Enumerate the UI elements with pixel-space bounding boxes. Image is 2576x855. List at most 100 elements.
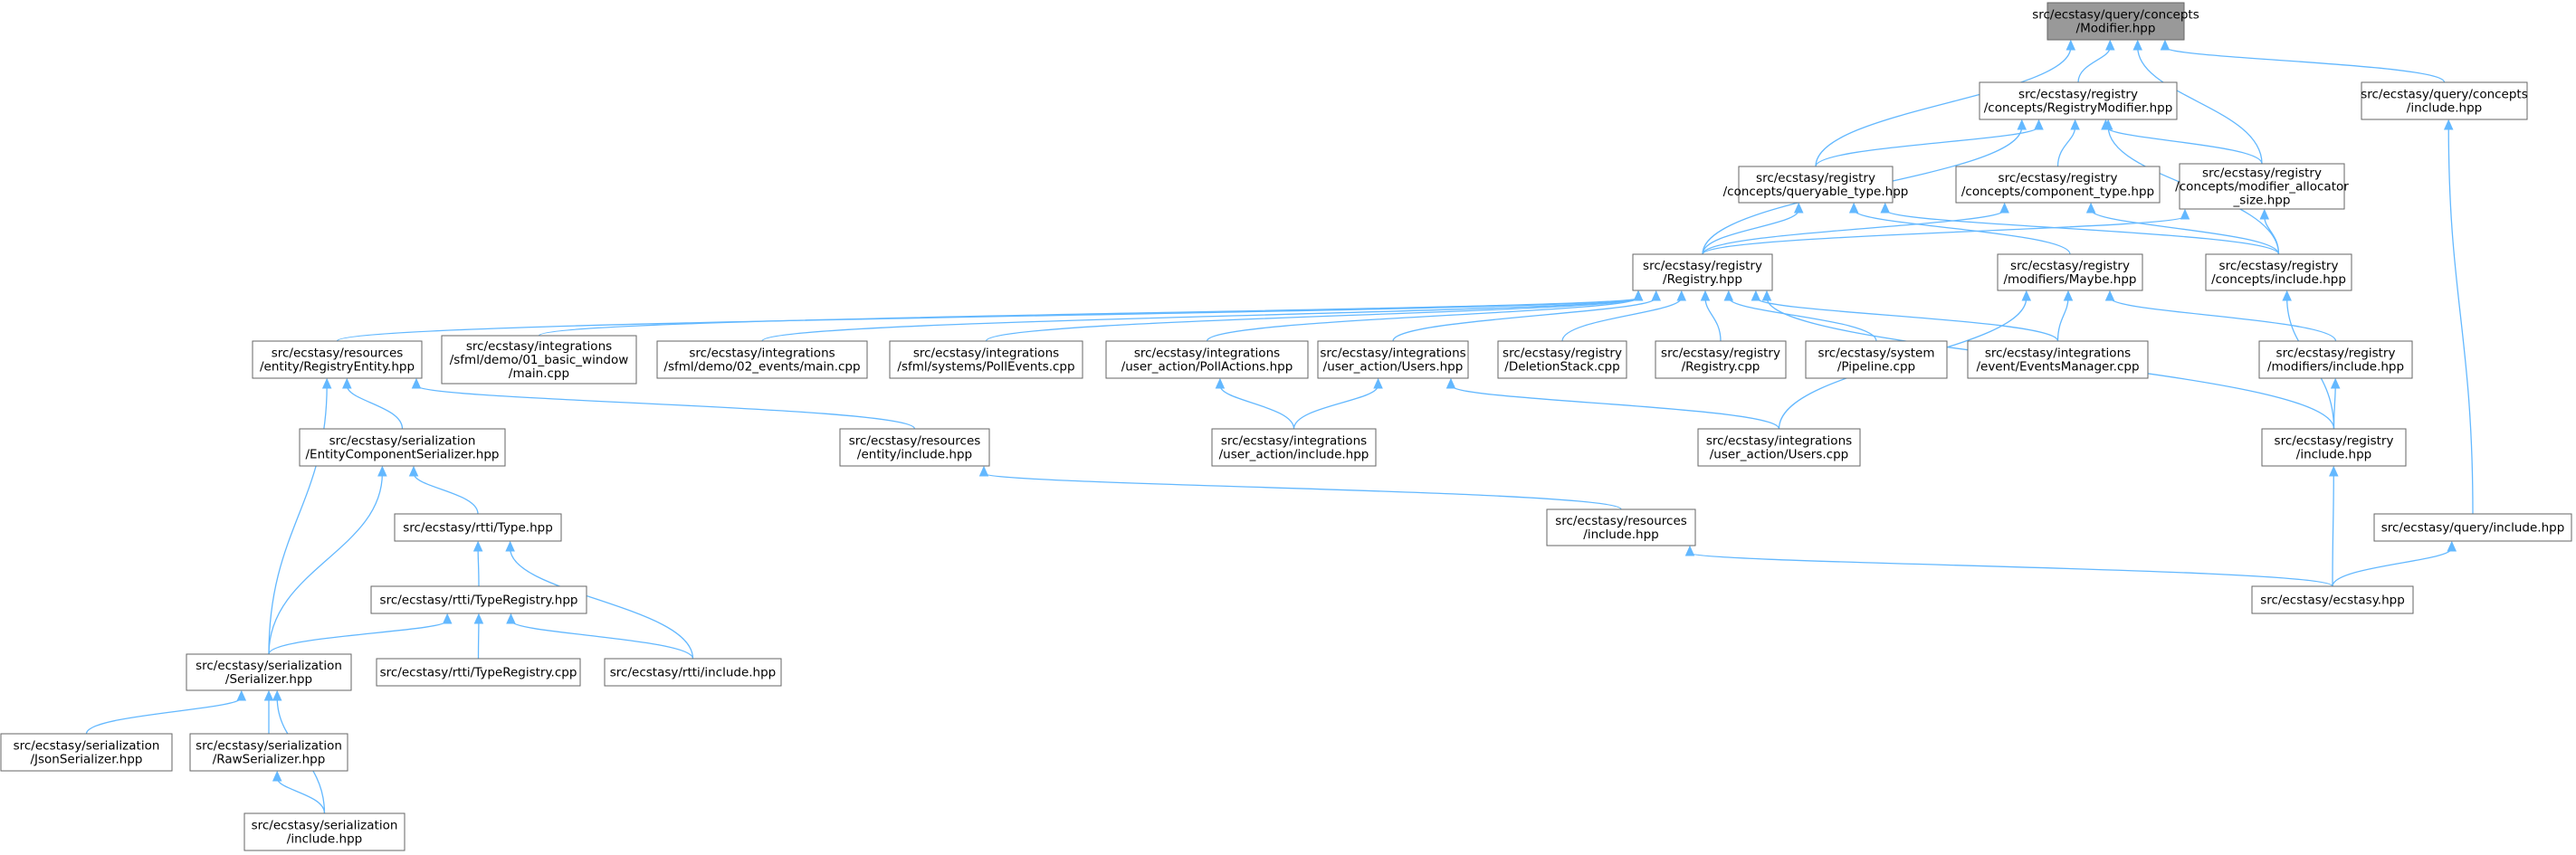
node-type_hpp[interactable]: src/ecstasy/rtti/Type.hpp <box>394 513 562 542</box>
node-label: /sfml/demo/02_events/main.cpp <box>663 360 860 375</box>
node-label: /user_action/include.hpp <box>1219 448 1369 462</box>
node-component_type[interactable]: src/ecstasy/registry/concepts/component_… <box>1955 166 2161 204</box>
arrowhead-registry_entity-entity_component_serializer <box>342 377 352 389</box>
node-box <box>441 335 637 385</box>
node-label: src/ecstasy/rtti/TypeRegistry.cpp <box>380 666 577 680</box>
edge-registry-poll_events <box>985 297 1639 342</box>
node-poll_actions[interactable]: src/ecstasy/integrations/user_action/Pol… <box>1105 340 1309 379</box>
node-serializer[interactable]: src/ecstasy/serialization/Serializer.hpp <box>186 653 352 691</box>
arrowhead-query_concepts_include-query_include <box>2443 119 2454 130</box>
node-query_concepts_include[interactable]: src/ecstasy/query/concepts/include.hpp <box>2361 81 2528 120</box>
arrowhead-registry-users_hpp <box>1651 290 1661 301</box>
node-box <box>2373 513 2572 542</box>
node-queryable_type[interactable]: src/ecstasy/registry/concepts/queryable_… <box>1723 166 1909 204</box>
node-label: src/ecstasy/registry <box>1999 171 2118 185</box>
arrowhead-component_type-registry_concepts_include <box>2085 202 2096 214</box>
edge-query_include-ecstasy_hpp <box>2332 547 2453 587</box>
arrowhead-modifier-query_concepts_include <box>2160 39 2171 51</box>
edge-registry_modifier-queryable_type <box>1815 126 2040 167</box>
node-label: src/ecstasy/integrations <box>1985 347 2131 361</box>
node-label: _size.hpp <box>2233 194 2291 208</box>
node-label: /EntityComponentSerializer.hpp <box>306 448 500 462</box>
edge-users_hpp-user_action_include <box>1293 385 1379 430</box>
arrowhead-entity_component_serializer-serializer <box>377 465 387 477</box>
arrowhead-modifier-registry_modifier <box>2105 39 2115 51</box>
node-label: src/ecstasy/registry <box>2275 434 2394 449</box>
node-label: src/ecstasy/registry <box>1503 347 1622 361</box>
arrowhead-type_registry_hpp-serializer <box>442 613 453 624</box>
node-modifier[interactable]: src/ecstasy/query/concepts/Modifier.hpp <box>2032 2 2199 41</box>
node-serialization_include[interactable]: src/ecstasy/serialization/include.hpp <box>243 812 405 851</box>
node-json_serializer[interactable]: src/ecstasy/serialization/JsonSerializer… <box>0 733 173 772</box>
node-registry_cpp[interactable]: src/ecstasy/registry/Registry.cpp <box>1655 340 1787 379</box>
edge-registry_entity-serializer <box>268 385 328 655</box>
node-poll_events[interactable]: src/ecstasy/integrations/sfml/systems/Po… <box>889 340 1083 379</box>
node-raw_serializer[interactable]: src/ecstasy/serialization/RawSerializer.… <box>189 733 348 772</box>
node-box <box>1955 166 2161 204</box>
node-registry_concepts_include[interactable]: src/ecstasy/registry/concepts/include.hp… <box>2205 253 2352 291</box>
node-label: src/ecstasy/registry <box>1756 171 1875 185</box>
arrowhead-serializer-json_serializer <box>236 689 247 701</box>
node-users_hpp[interactable]: src/ecstasy/integrations/user_action/Use… <box>1317 340 1469 379</box>
node-label: /user_action/Users.cpp <box>1710 448 1849 462</box>
node-registry_modifier[interactable]: src/ecstasy/registry/concepts/RegistryMo… <box>1979 81 2178 120</box>
arrowhead-registry_entity-entity_include <box>411 377 422 389</box>
node-type_registry_hpp[interactable]: src/ecstasy/rtti/TypeRegistry.hpp <box>370 585 587 614</box>
node-registry[interactable]: src/ecstasy/registry/Registry.hpp <box>1632 253 1773 291</box>
node-registry_include[interactable]: src/ecstasy/registry/include.hpp <box>2261 428 2407 467</box>
node-label: /modifiers/Maybe.hpp <box>2004 272 2137 287</box>
node-pipeline[interactable]: src/ecstasy/system/Pipeline.cpp <box>1805 340 1948 379</box>
node-label: /include.hpp <box>1583 527 1658 542</box>
arrowhead-modifier_allocator-registry <box>2180 208 2190 220</box>
node-rtti_include[interactable]: src/ecstasy/rtti/include.hpp <box>604 658 782 687</box>
edge-entity_component_serializer-serializer <box>268 472 384 655</box>
arrowhead-queryable_type-registry <box>1793 202 1804 214</box>
node-label: src/ecstasy/resources <box>849 434 981 449</box>
node-label: /Registry.cpp <box>1682 360 1760 375</box>
node-label: /sfml/demo/01_basic_window <box>450 353 629 367</box>
node-basic_window[interactable]: src/ecstasy/integrations/sfml/demo/01_ba… <box>441 335 637 385</box>
node-box <box>1632 253 1773 291</box>
node-label: /modifiers/include.hpp <box>2267 360 2404 375</box>
node-registry_entity[interactable]: src/ecstasy/resources/entity/RegistryEnt… <box>252 340 423 379</box>
node-maybe[interactable]: src/ecstasy/registry/modifiers/Maybe.hpp <box>1997 253 2143 291</box>
arrowhead-resources_include-ecstasy_hpp <box>1684 545 1695 556</box>
node-box <box>243 812 405 851</box>
node-label: src/ecstasy/integrations <box>1320 347 1465 361</box>
edge-modifiers_include-registry_include <box>2333 385 2336 430</box>
node-events_main[interactable]: src/ecstasy/integrations/sfml/demo/02_ev… <box>656 340 868 379</box>
node-entity_include[interactable]: src/ecstasy/resources/entity/include.hpp <box>839 428 990 467</box>
edge-entity_component_serializer-type_hpp <box>413 472 479 515</box>
node-modifier_allocator[interactable]: src/ecstasy/registry/concepts/modifier_a… <box>2175 163 2349 210</box>
arrowhead-serializer-raw_serializer <box>263 689 274 701</box>
node-resources_include[interactable]: src/ecstasy/resources/include.hpp <box>1546 508 1696 546</box>
node-box <box>1738 166 1894 204</box>
node-users_cpp[interactable]: src/ecstasy/integrations/user_action/Use… <box>1697 428 1861 467</box>
node-label: src/ecstasy/query/concepts <box>2361 88 2528 102</box>
node-label: /main.cpp <box>509 366 569 381</box>
edge-registry_modifier-modifier_allocator <box>2104 126 2263 165</box>
node-query_include[interactable]: src/ecstasy/query/include.hpp <box>2373 513 2572 542</box>
node-label: /Modifier.hpp <box>2076 22 2156 36</box>
node-box <box>2205 253 2352 291</box>
edge-registry-poll_actions <box>1206 297 1639 342</box>
node-deletion_stack[interactable]: src/ecstasy/registry/DeletionStack.cpp <box>1497 340 1627 379</box>
node-user_action_include[interactable]: src/ecstasy/integrations/user_action/inc… <box>1211 428 1377 467</box>
edge-type_registry_hpp-rtti_include <box>510 620 694 660</box>
arrowhead-type_registry_hpp-rtti_include <box>506 613 516 624</box>
node-modifiers_include[interactable]: src/ecstasy/registry/modifiers/include.h… <box>2258 340 2413 379</box>
edge-queryable_type-registry_concepts_include <box>1884 209 2280 255</box>
edge-registry-events_main <box>761 297 1639 342</box>
node-events_manager[interactable]: src/ecstasy/integrations/event/EventsMan… <box>1967 340 2149 379</box>
node-entity_component_serializer[interactable]: src/ecstasy/serialization/EntityComponen… <box>299 428 506 467</box>
node-label: /concepts/RegistryModifier.hpp <box>1984 101 2173 116</box>
edge-maybe-modifiers_include <box>2109 297 2337 342</box>
edge-entity_include-resources_include <box>983 472 1622 510</box>
node-box <box>2179 163 2345 210</box>
edge-modifier-registry_modifier <box>2077 46 2111 83</box>
node-ecstasy_hpp[interactable]: src/ecstasy/ecstasy.hpp <box>2251 585 2414 614</box>
node-label: src/ecstasy/serialization <box>196 739 342 754</box>
arrowhead-maybe-users_cpp <box>2021 290 2032 301</box>
node-label: src/ecstasy/rtti/Type.hpp <box>403 521 553 536</box>
node-type_registry_cpp[interactable]: src/ecstasy/rtti/TypeRegistry.cpp <box>376 658 581 687</box>
